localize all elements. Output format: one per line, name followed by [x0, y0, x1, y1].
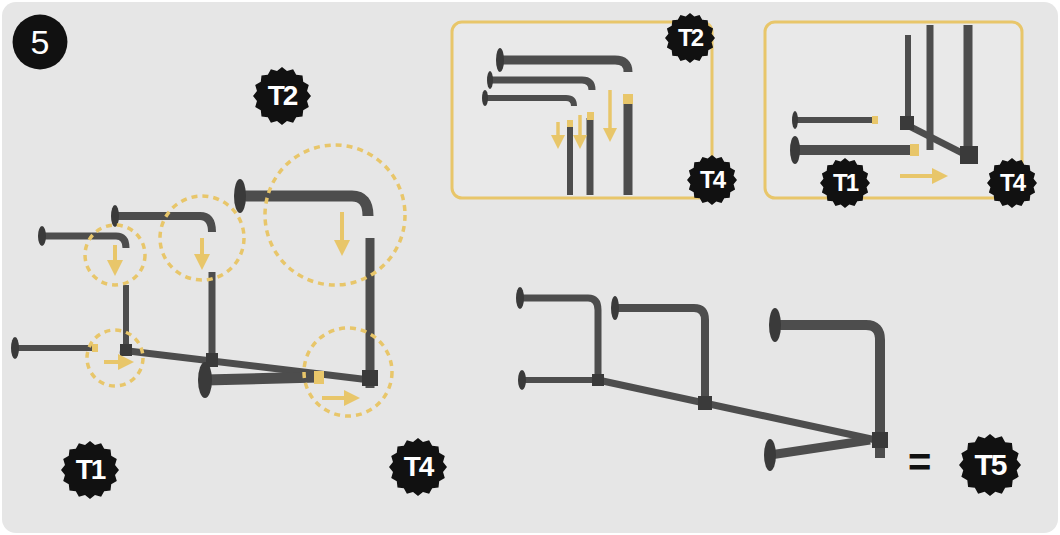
- part-code: T4: [700, 166, 724, 194]
- part-badge: T4: [389, 438, 447, 496]
- part-badge: T2: [253, 67, 311, 125]
- part-code: T5: [974, 448, 1005, 482]
- inset-panel: [765, 22, 1022, 198]
- motion-arrow: [900, 174, 940, 178]
- inset-flanges: [482, 48, 504, 106]
- thread-marks: [567, 94, 633, 127]
- part-badge: T4: [987, 158, 1037, 208]
- part-code: T4: [1000, 169, 1024, 197]
- motion-arrows: [104, 212, 352, 398]
- part-badge: T1: [820, 158, 870, 208]
- part-badge: T2: [665, 13, 715, 63]
- pipe-parts: [15, 196, 370, 388]
- part-code: T4: [404, 451, 433, 483]
- part-code: T1: [76, 454, 105, 486]
- motion-arrows: [558, 90, 610, 142]
- inset-pipes: [485, 60, 628, 195]
- step-number-text: 5: [31, 23, 50, 62]
- assembled-flanges: [516, 287, 888, 471]
- callout-circles: [85, 145, 405, 416]
- inset-flanges: [790, 111, 978, 164]
- thread-marks: [92, 344, 324, 384]
- part-badge: T4: [687, 155, 737, 205]
- part-code: T2: [268, 80, 297, 112]
- step-number: 5: [12, 14, 68, 70]
- part-badge: T1: [61, 441, 119, 499]
- assembled-frame: [520, 298, 880, 458]
- flanges: [11, 179, 378, 398]
- part-code: T2: [678, 24, 702, 52]
- thread-marks: [872, 116, 919, 156]
- part-badge: T5: [959, 434, 1021, 496]
- equals-sign: =: [908, 440, 931, 485]
- part-code: T1: [833, 169, 857, 197]
- inset-pipes: [795, 25, 968, 160]
